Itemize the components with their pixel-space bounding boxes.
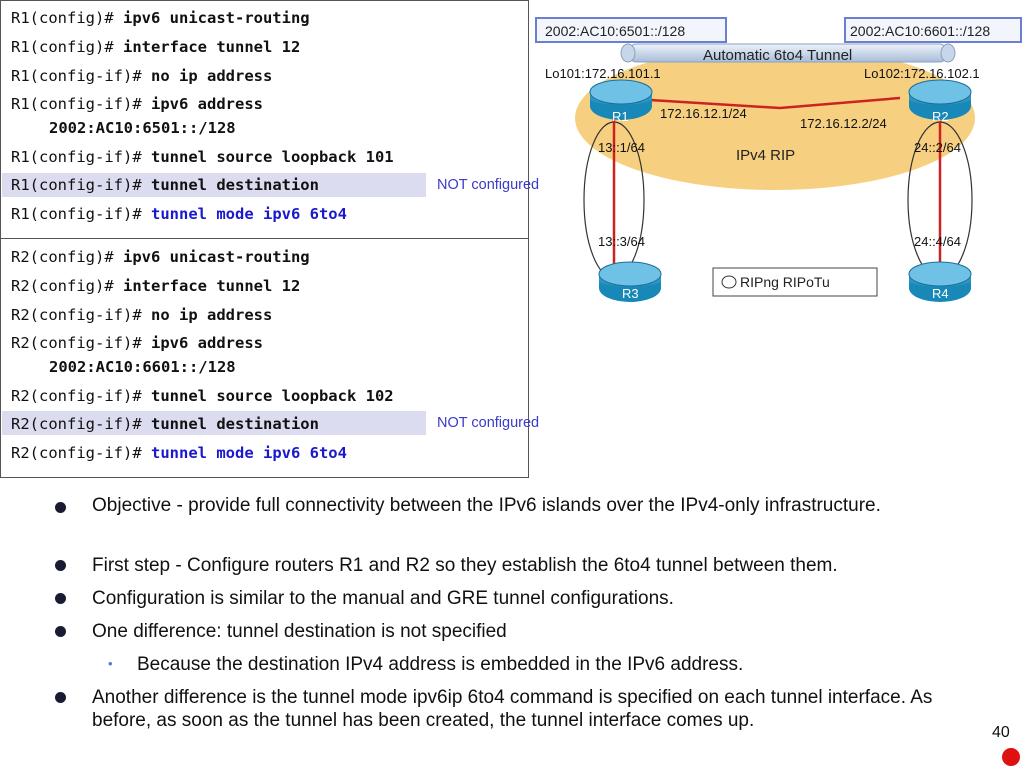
- sub-bullet-item: Because the destination IPv4 address is …: [137, 654, 744, 675]
- router-r3: R3: [598, 261, 662, 302]
- tunnel-end-right: [940, 43, 956, 63]
- r2-config-line: R2(config)# ipv6 unicast-routing: [11, 248, 310, 266]
- router-r1-label: R1: [612, 109, 629, 124]
- bullet-item: Configuration is similar to the manual a…: [92, 588, 674, 609]
- r1-config-line: R1(config-if)# tunnel source loopback 10…: [11, 148, 394, 166]
- legend-label: RIPng RIPoTu: [740, 274, 830, 290]
- r2-lan-label: 24::2/64: [914, 140, 961, 155]
- r2-link-ip-label: 172.16.12.2/24: [800, 116, 887, 131]
- addr-left-box: [535, 17, 727, 43]
- addr-right-label: 2002:AC10:6601::/128: [850, 23, 990, 39]
- r2-config-line: R2(config)# interface tunnel 12: [11, 277, 301, 295]
- r1-tunnel-destination-highlight: [2, 173, 426, 197]
- lo102-label: Lo102:172.16.102.1: [864, 66, 980, 81]
- r2-config-line: R2(config-if)# tunnel destination: [11, 415, 319, 433]
- bullet-item: Objective - provide full connectivity be…: [92, 495, 881, 516]
- bullet-dot-icon: [55, 560, 66, 571]
- bullet-dot-icon: [55, 692, 66, 703]
- r1-config-line: R1(config-if)# tunnel mode ipv6 6to4: [11, 205, 347, 223]
- r1-config-line: R1(config-if)# ipv6 address: [11, 95, 263, 113]
- r1-config-line: 2002:AC10:6501::/128: [49, 119, 236, 137]
- r2-config-line: R2(config-if)# no ip address: [11, 306, 273, 324]
- r1-lan-label: 13::1/64: [598, 140, 645, 155]
- r1-not-configured-note: NOT configured: [437, 177, 540, 193]
- bullet-item: Another difference is the tunnel mode ip…: [92, 687, 933, 731]
- bullet-dot-icon: [55, 593, 66, 604]
- tunnel-label: Automatic 6to4 Tunnel: [703, 47, 852, 64]
- r1-config-line: R1(config-if)# tunnel destination: [11, 176, 319, 194]
- red-dot-icon: [1002, 748, 1020, 766]
- r2-config-box: R2(config)# ipv6 unicast-routing R2(conf…: [0, 238, 529, 478]
- r2-config-line: 2002:AC10:6601::/128: [49, 358, 236, 376]
- page-number: 40: [992, 724, 1010, 741]
- router-r2-label: R2: [932, 109, 949, 124]
- r1-r2-link: [649, 96, 901, 110]
- bullet-item: First step - Configure routers R1 and R2…: [92, 555, 838, 576]
- r3-lan-label: 13::3/64: [598, 234, 645, 249]
- ipv4-cloud: [575, 46, 975, 190]
- bullet-item: One difference: tunnel destination is no…: [92, 621, 507, 642]
- r1-config-line: R1(config)# interface tunnel 12: [11, 38, 301, 56]
- bullet-dot-icon: [55, 626, 66, 637]
- network-diagram: 2002:AC10:6501::/128 2002:AC10:6601::/12…: [535, 17, 1022, 302]
- addr-left-label: 2002:AC10:6501::/128: [545, 23, 685, 39]
- router-r4: R4: [908, 261, 972, 302]
- r2-config-line: R2(config-if)# tunnel source loopback 10…: [11, 387, 394, 405]
- bullet-dot-icon: [55, 502, 66, 513]
- r2-config-line: R2(config-if)# ipv6 address: [11, 334, 263, 352]
- router-r4-label: R4: [932, 286, 949, 301]
- r2-config-line: R2(config-if)# tunnel mode ipv6 6to4: [11, 444, 347, 462]
- r2-not-configured-note: NOT configured: [437, 415, 540, 431]
- legend-box: [712, 267, 878, 297]
- sub-bullet-icon: •: [108, 656, 113, 671]
- router-r1: R1: [589, 79, 653, 124]
- tunnel-end-left: [620, 43, 636, 63]
- r1-config-box: R1(config)# ipv6 unicast-routing R1(conf…: [0, 0, 529, 239]
- r1-config-line: R1(config)# ipv6 unicast-routing: [11, 9, 310, 27]
- ipv4-rip-label: IPv4 RIP: [736, 147, 795, 164]
- r4-lan-label: 24::4/64: [914, 234, 961, 249]
- r1-config-line: R1(config-if)# no ip address: [11, 67, 273, 85]
- lo101-label: Lo101:172.16.101.1: [545, 66, 661, 81]
- r2-tunnel-destination-highlight: [2, 411, 426, 435]
- legend-ellipse-icon: [721, 275, 737, 289]
- r1-link-ip-label: 172.16.12.1/24: [660, 106, 747, 121]
- router-r2: R2: [908, 79, 972, 124]
- addr-right-box: [844, 17, 1022, 43]
- router-r3-label: R3: [622, 286, 639, 301]
